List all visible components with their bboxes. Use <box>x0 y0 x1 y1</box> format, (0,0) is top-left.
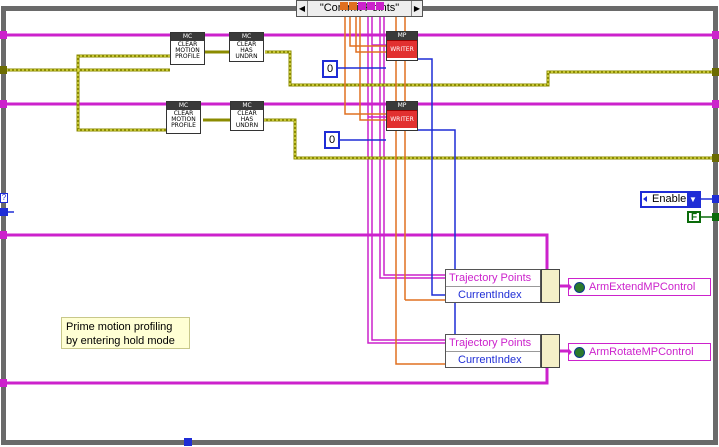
tunnel-orange-1[interactable] <box>340 2 348 10</box>
numeric-constant-bottom[interactable]: 0 <box>324 131 340 149</box>
tunnel-right-bool[interactable] <box>712 213 719 221</box>
vi-header: MC <box>231 102 263 110</box>
case-prev-button[interactable]: ◀ <box>297 1 308 16</box>
vi-header: MP <box>387 32 417 40</box>
vi-label: WRITER <box>387 110 417 128</box>
enable-ring-constant[interactable]: Enable ▼ <box>640 191 701 208</box>
property-node-extend[interactable]: Trajectory Points CurrentIndex <box>445 269 541 303</box>
tunnel-left-ref-4[interactable] <box>0 379 7 387</box>
tunnel-left-cluster[interactable] <box>0 66 7 74</box>
vi-header: MP <box>387 102 417 110</box>
tunnel-left-ref-1[interactable] <box>0 31 7 39</box>
tunnel-right-ref-1[interactable] <box>712 31 719 39</box>
reference-label: ArmExtendMPControl <box>589 281 696 293</box>
property-trajectory-points[interactable]: Trajectory Points <box>446 335 540 352</box>
vi-label: CLEAR MOTION PROFILE <box>171 110 196 129</box>
false-constant[interactable]: F <box>687 211 701 223</box>
numeric-constant-top[interactable]: 0 <box>322 60 338 78</box>
clear-motion-profile-vi-bottom[interactable]: MC CLEAR MOTION PROFILE <box>166 101 201 134</box>
case-next-button[interactable]: ▶ <box>411 1 422 16</box>
vi-header: MC <box>230 33 263 41</box>
globe-icon <box>574 347 585 358</box>
tunnel-right-ref-2[interactable] <box>712 100 719 108</box>
mp-writer-vi-top[interactable]: MP WRITER <box>386 31 418 61</box>
tunnel-right-cluster-1[interactable] <box>712 68 719 76</box>
tunnel-bottom-blue[interactable] <box>184 438 192 446</box>
tunnel-magenta-3[interactable] <box>376 2 384 10</box>
tunnel-orange-2[interactable] <box>349 2 357 10</box>
ref-arrow-icon <box>568 283 572 291</box>
ring-decrement-icon <box>643 196 647 202</box>
globe-icon <box>574 282 585 293</box>
property-node-refnum-terminal <box>541 269 560 303</box>
tunnel-left-ref-3[interactable] <box>0 231 7 239</box>
property-node-refnum-terminal <box>541 334 560 368</box>
mp-writer-vi-bottom[interactable]: MP WRITER <box>386 101 418 131</box>
chevron-down-icon[interactable]: ▼ <box>687 193 699 206</box>
vi-label: CLEAR MOTION PROFILE <box>175 41 200 60</box>
ring-value: Enable <box>652 193 687 205</box>
diagram-comment[interactable]: Prime motion profiling by entering hold … <box>61 317 190 349</box>
tunnel-right-cluster-2[interactable] <box>712 154 719 162</box>
clear-has-undrn-vi-top[interactable]: MC CLEAR HAS UNDRN <box>229 32 264 62</box>
vi-header: MC <box>167 102 200 110</box>
tunnel-magenta-2[interactable] <box>367 2 375 10</box>
vi-label: CLEAR HAS UNDRN <box>235 110 259 129</box>
vi-header: MC <box>171 33 204 41</box>
property-current-index[interactable]: CurrentIndex <box>458 289 522 301</box>
vi-label: WRITER <box>387 40 417 58</box>
vi-label: CLEAR HAS UNDRN <box>235 41 258 60</box>
property-trajectory-points[interactable]: Trajectory Points <box>446 270 540 287</box>
reference-arm-extend[interactable]: ArmExtendMPControl <box>568 278 711 296</box>
tunnel-magenta-1[interactable] <box>358 2 366 10</box>
tunnel-left-unknown[interactable]: ? <box>0 193 8 203</box>
cluster-wires[interactable] <box>6 50 713 160</box>
orange-wires <box>344 8 445 365</box>
property-current-index[interactable]: CurrentIndex <box>458 354 522 366</box>
tunnel-left-ref-2[interactable] <box>0 100 7 108</box>
clear-has-undrn-vi-bottom[interactable]: MC CLEAR HAS UNDRN <box>230 101 264 131</box>
reference-arm-rotate[interactable]: ArmRotateMPControl <box>568 343 711 361</box>
tunnel-left-blue[interactable] <box>0 208 8 216</box>
reference-label: ArmRotateMPControl <box>589 346 694 358</box>
tunnel-right-enable[interactable] <box>712 195 719 203</box>
clear-motion-profile-vi-top[interactable]: MC CLEAR MOTION PROFILE <box>170 32 205 65</box>
property-node-rotate[interactable]: Trajectory Points CurrentIndex <box>445 334 541 368</box>
ref-arrow-icon <box>568 348 572 356</box>
